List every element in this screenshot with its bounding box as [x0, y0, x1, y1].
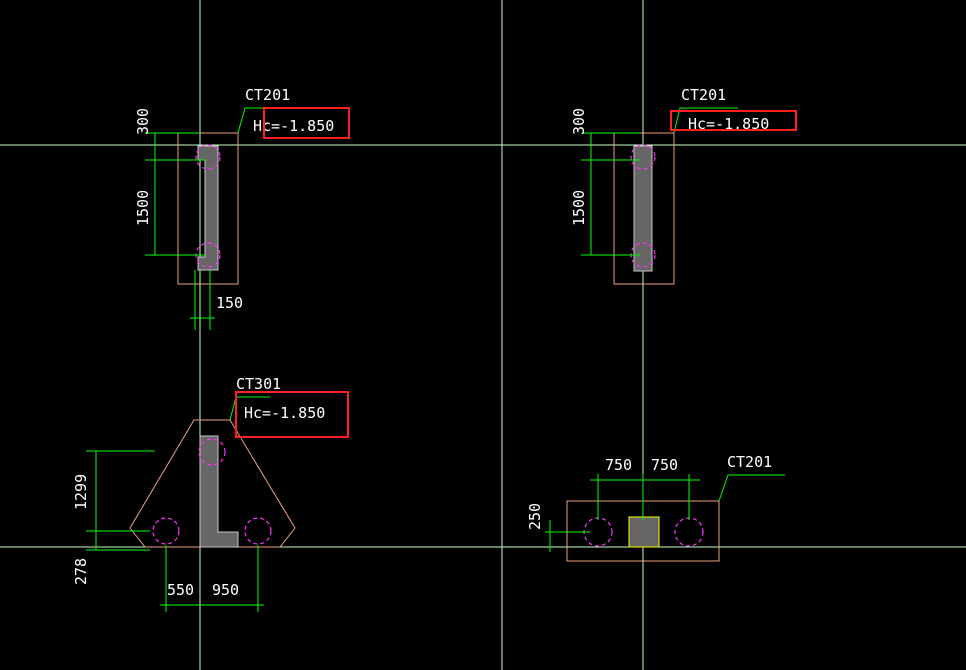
dim-label-right: 750 [651, 456, 678, 474]
panel-bottom-left: CT301 Hc=-1.850 1299 278 550 950 [72, 375, 349, 612]
cap-label: CT201 [727, 453, 772, 471]
column-shape [633, 145, 653, 272]
piles [152, 438, 272, 545]
cap-label: CT201 [681, 86, 726, 104]
dim-label-top: 300 [134, 108, 152, 135]
cap-label: CT201 [245, 86, 290, 104]
pile-cap-outline [177, 132, 239, 285]
elevation-label: Hc=-1.850 [688, 115, 769, 133]
pile-circle [152, 517, 180, 545]
elevation-label: Hc=-1.850 [244, 404, 325, 422]
dim-label-right: 950 [212, 581, 239, 599]
panel-top-right: CT201 Hc=-1.850 300 1500 [570, 86, 797, 285]
pile-circle [244, 517, 272, 545]
elevation-label: Hc=-1.850 [253, 117, 334, 135]
dim-label-offset: 278 [72, 558, 90, 585]
dim-label-left: 750 [605, 456, 632, 474]
pile-cap-outline [613, 132, 675, 285]
dimension-lines [545, 474, 785, 552]
highlight-box [235, 391, 349, 438]
column-shape [199, 435, 239, 548]
dim-label-left: 550 [167, 581, 194, 599]
pile-circle [198, 438, 226, 466]
pile-circle [630, 144, 656, 170]
pile-circle [195, 144, 221, 170]
highlight-box [263, 107, 350, 139]
dim-label-middle: 1500 [134, 190, 152, 226]
dim-label-width: 150 [216, 294, 243, 312]
dimension-lines [581, 107, 738, 256]
dim-label-top: 300 [570, 108, 588, 135]
dim-label-middle: 1500 [570, 190, 588, 226]
dim-label-height: 250 [526, 503, 544, 530]
dimension-lines [86, 396, 270, 612]
highlight-box [670, 110, 797, 131]
panel-top-left: CT201 Hc=-1.850 300 1500 150 [134, 86, 350, 330]
cap-label: CT301 [236, 375, 281, 393]
panel-bottom-right: CT201 750 750 250 [526, 453, 785, 562]
column-shape [628, 516, 660, 548]
dim-label-height: 1299 [72, 474, 90, 510]
